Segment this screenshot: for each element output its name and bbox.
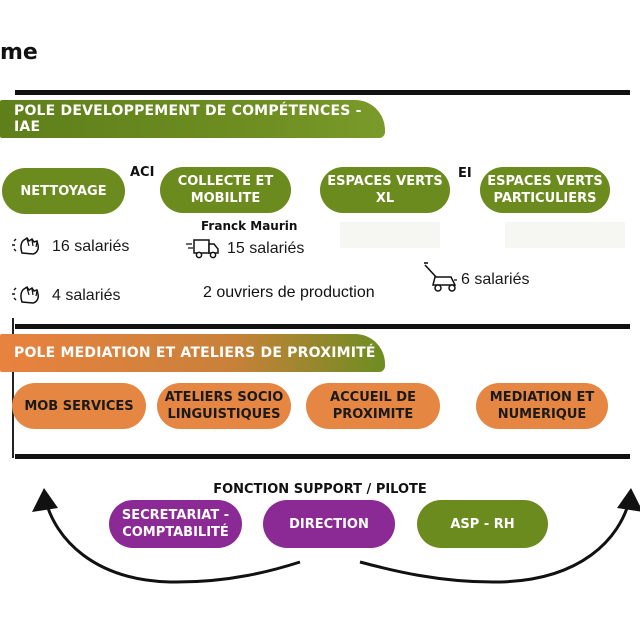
- service-ateliers-socio-linguistiques[interactable]: ATELIERS SOCIO LINGUISTIQUES: [157, 383, 291, 429]
- bottom-divider: [15, 454, 630, 459]
- service-accueil-proximite[interactable]: ACCUEIL DE PROXIMITE: [306, 383, 440, 429]
- curved-arrow-left-icon: [32, 488, 301, 584]
- stat-espaces-text: 6 salariés: [461, 271, 530, 288]
- curved-arrow-right-icon: [359, 488, 640, 584]
- support-secretariat-label: SECRETARIAT - COMPTABILITÉ: [121, 508, 230, 540]
- manager-name: Franck Maurin: [201, 219, 298, 233]
- lawn-mower-icon: [423, 262, 459, 298]
- stat-nettoyage-2-text: 4 salariés: [52, 287, 121, 304]
- service-espaces-verts-particuliers[interactable]: ESPACES VERTS PARTICULIERS: [480, 167, 610, 213]
- middle-divider: [15, 324, 630, 329]
- service-mediation-label: MEDIATION ET NUMERIQUE: [489, 390, 595, 422]
- service-espaces-xl-label: ESPACES VERTS XL: [327, 174, 443, 206]
- stat-espaces: 6 salariés: [423, 262, 529, 298]
- aci-label: ACI: [130, 165, 155, 180]
- pole-competences-title: POLE DEVELOPPEMENT DE COMPÉTENCES - IAE: [14, 103, 362, 135]
- service-mob-services[interactable]: MOB SERVICES: [12, 383, 146, 429]
- support-direction-label: DIRECTION: [289, 516, 369, 532]
- top-divider: [15, 90, 630, 95]
- support-asp-rh-label: ASP - RH: [450, 516, 515, 532]
- service-mediation-numerique[interactable]: MEDIATION ET NUMERIQUE: [476, 383, 608, 429]
- cleaning-hand-icon: [10, 282, 46, 310]
- stat-ouvriers: 2 ouvriers de production: [203, 284, 375, 301]
- support-asp-rh[interactable]: ASP - RH: [417, 500, 548, 548]
- support-secretariat[interactable]: SECRETARIAT - COMPTABILITÉ: [109, 500, 242, 548]
- left-bracket-line: [12, 318, 14, 458]
- faint-patch: [340, 222, 440, 248]
- faint-patch: [505, 222, 625, 248]
- stat-collecte: 15 salariés: [185, 234, 304, 264]
- service-espaces-verts-xl[interactable]: ESPACES VERTS XL: [320, 167, 450, 213]
- service-nettoyage[interactable]: NETTOYAGE: [2, 168, 125, 214]
- stat-nettoyage-1: 16 salariés: [10, 233, 129, 261]
- service-mob-label: MOB SERVICES: [24, 398, 134, 414]
- stat-nettoyage-1-text: 16 salariés: [52, 238, 130, 255]
- ei-label: EI: [458, 166, 472, 181]
- pole-competences-banner: POLE DEVELOPPEMENT DE COMPÉTENCES - IAE: [0, 100, 385, 138]
- service-nettoyage-label: NETTOYAGE: [20, 183, 107, 199]
- cleaning-hand-icon: [10, 233, 46, 261]
- service-ateliers-label: ATELIERS SOCIO LINGUISTIQUES: [164, 390, 284, 422]
- cycle-arrows: [32, 488, 640, 584]
- support-direction[interactable]: DIRECTION: [263, 500, 395, 548]
- service-accueil-label: ACCUEIL DE PROXIMITE: [330, 390, 416, 422]
- logo-text: me: [0, 40, 38, 65]
- service-collecte-label: COLLECTE ET MOBILITE: [177, 174, 274, 206]
- support-title: FONCTION SUPPORT / PILOTE: [213, 482, 427, 497]
- stat-nettoyage-2: 4 salariés: [10, 282, 120, 310]
- service-collecte-mobilite[interactable]: COLLECTE ET MOBILITE: [160, 167, 291, 213]
- pole-mediation-title: POLE MEDIATION ET ATELIERS DE PROXIMITÉ: [14, 345, 376, 361]
- pole-mediation-banner: POLE MEDIATION ET ATELIERS DE PROXIMITÉ: [0, 334, 385, 372]
- delivery-truck-icon: [185, 234, 221, 264]
- service-espaces-particuliers-label: ESPACES VERTS PARTICULIERS: [487, 174, 603, 206]
- stat-collecte-text: 15 salariés: [227, 240, 305, 257]
